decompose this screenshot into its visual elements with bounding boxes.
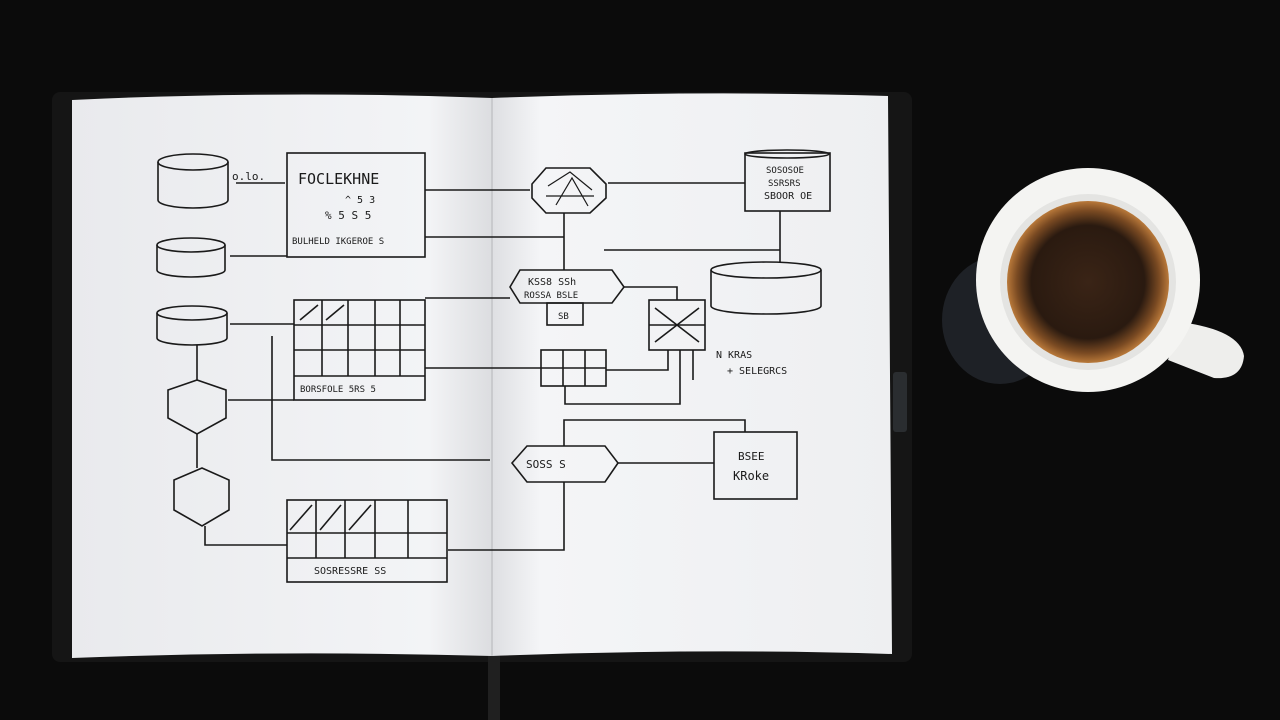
process-hexagon-3 bbox=[509, 269, 625, 304]
side-note-line2: + SELEGRCS bbox=[727, 366, 787, 377]
title-block-title: FOCLEKHNE bbox=[298, 170, 379, 188]
side-note-line1: N KRAS bbox=[716, 350, 752, 361]
title-block bbox=[286, 152, 426, 258]
table-2 bbox=[286, 499, 448, 583]
small-box-label: SB bbox=[558, 312, 569, 322]
database-cylinder-2 bbox=[156, 237, 226, 278]
hex-mid-line2: ROSSA BSLE bbox=[524, 291, 578, 301]
coffee-cup bbox=[942, 168, 1244, 392]
database-cylinder-4 bbox=[710, 261, 822, 315]
bottom-box-line1: BSEE bbox=[738, 450, 765, 463]
right-page-diagram bbox=[425, 149, 831, 551]
handwritten-text: o.lo. FOCLEKHNE ^ 5 3 % 5 S 5 BULHELD IK… bbox=[232, 166, 812, 577]
table-2-footer: SOSRESSRE SS bbox=[314, 566, 386, 577]
left-connectors bbox=[196, 182, 490, 546]
db1-note: o.lo. bbox=[232, 170, 265, 183]
bookmark-ribbon bbox=[488, 655, 500, 720]
bottom-box-line2: KRoke bbox=[733, 469, 769, 483]
table-1-footer: BORSFOLE 5RS 5 bbox=[300, 385, 376, 395]
top-right-box bbox=[744, 152, 831, 212]
hex-mid-line1: KSS8 SSh bbox=[528, 277, 576, 288]
hex-bottom-label: SOSS S bbox=[526, 458, 566, 471]
database-cylinder-3 bbox=[156, 305, 228, 346]
title-block-line2: % 5 S 5 bbox=[325, 209, 371, 222]
right-connectors bbox=[425, 182, 781, 551]
top-right-box-line3: SBOOR OE bbox=[764, 191, 812, 202]
router-octagon bbox=[531, 167, 607, 214]
small-label-box bbox=[546, 302, 584, 326]
left-page-diagram bbox=[156, 152, 490, 583]
top-right-box-line1: SOSOSOE bbox=[766, 166, 804, 176]
bottom-right-box bbox=[713, 431, 798, 500]
table-1 bbox=[293, 299, 426, 401]
process-hexagon-2 bbox=[173, 467, 230, 527]
notebook bbox=[52, 92, 912, 720]
database-cylinder-1 bbox=[157, 153, 229, 209]
top-right-box-line2: SSRSRS bbox=[768, 179, 801, 189]
coffee bbox=[1007, 201, 1169, 363]
cup-handle bbox=[1168, 322, 1244, 379]
router-glyph bbox=[546, 171, 594, 207]
process-hexagon-4 bbox=[510, 445, 619, 483]
title-block-line1: ^ 5 3 bbox=[345, 195, 375, 206]
left-page bbox=[72, 94, 492, 658]
elastic-band bbox=[893, 372, 907, 432]
title-block-line3: BULHELD IKGEROE S bbox=[292, 237, 384, 247]
right-page bbox=[492, 93, 892, 656]
